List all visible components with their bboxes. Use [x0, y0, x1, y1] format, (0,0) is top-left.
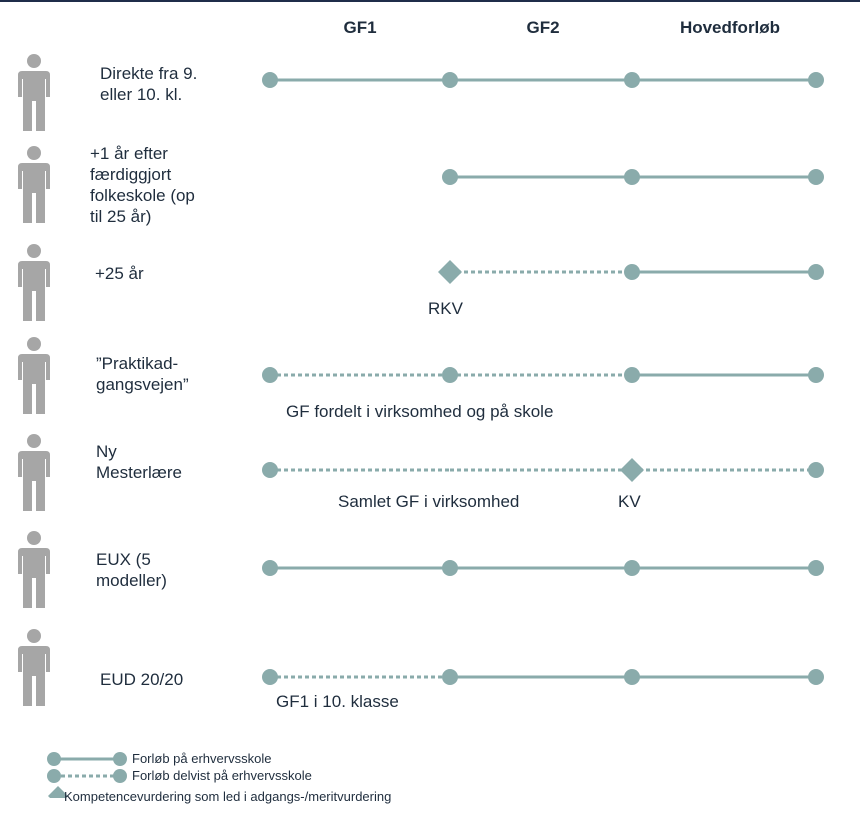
top-rule	[0, 0, 860, 2]
node-marker	[262, 367, 278, 383]
node-marker	[262, 462, 278, 478]
node-marker	[624, 669, 640, 685]
node-marker	[624, 264, 640, 280]
row-label-plus1-aar: +1 år efter færdiggjort folkeskole (op t…	[90, 144, 195, 226]
node-marker	[624, 72, 640, 88]
person-icon	[14, 530, 54, 630]
annotation-gf1-10-klasse: GF1 i 10. klasse	[276, 692, 399, 711]
person-icon	[14, 336, 54, 436]
column-header-gf2: GF2	[526, 18, 560, 37]
node-marker	[262, 560, 278, 576]
row-label-praktikadgangsvejen: ”Praktikad- gangsvejen”	[96, 354, 189, 394]
legend-dotted-end	[113, 769, 127, 783]
legend-symbols	[47, 752, 127, 798]
node-marker	[262, 72, 278, 88]
node-marker	[442, 560, 458, 576]
row-label-ny-mesterlaere: Ny Mesterlære	[96, 442, 182, 482]
legend-dotted-start	[47, 769, 61, 783]
node-marker	[808, 560, 824, 576]
legend-solid-end	[113, 752, 127, 766]
node-marker	[808, 169, 824, 185]
node-marker	[808, 367, 824, 383]
node-marker	[808, 264, 824, 280]
legend-solid-start	[47, 752, 61, 766]
annotation-samlet-gf: Samlet GF i virksomhed	[338, 492, 520, 511]
person-icon	[14, 433, 54, 533]
node-marker	[808, 462, 824, 478]
row-label-eux: EUX (5 modeller)	[96, 550, 167, 590]
person-icon	[14, 145, 54, 245]
node-marker	[442, 367, 458, 383]
legend-label-diamond: Kompetencevurdering som led i adgangs-/m…	[64, 789, 392, 804]
node-marker	[624, 367, 640, 383]
legend-label-solid: Forløb på erhvervsskole	[132, 751, 272, 766]
legend-diamond	[48, 786, 68, 798]
annotation-kv: KV	[618, 492, 641, 511]
node-marker	[624, 560, 640, 576]
row-label-direkte: Direkte fra 9. eller 10. kl.	[100, 64, 198, 104]
legend-label-dotted: Forløb delvist på erhvervsskole	[132, 768, 312, 783]
annotation-gf-fordelt: GF fordelt i virksomhed og på skole	[286, 402, 554, 421]
person-icon	[14, 243, 54, 343]
node-marker	[442, 72, 458, 88]
person-icon	[14, 628, 54, 728]
row-label-plus25-aar: +25 år	[95, 264, 144, 283]
column-header-gf1: GF1	[343, 18, 377, 37]
diamond-marker	[438, 260, 462, 284]
person-icon	[14, 53, 54, 153]
node-marker	[442, 169, 458, 185]
node-marker	[808, 72, 824, 88]
node-marker	[808, 669, 824, 685]
annotation-rkv: RKV	[428, 299, 463, 318]
diamond-marker	[620, 458, 644, 482]
node-marker	[262, 669, 278, 685]
column-header-hovedforloeb: Hovedforløb	[679, 18, 781, 37]
node-marker	[442, 669, 458, 685]
row-label-eud-2020: EUD 20/20	[100, 670, 184, 689]
node-marker	[624, 169, 640, 185]
